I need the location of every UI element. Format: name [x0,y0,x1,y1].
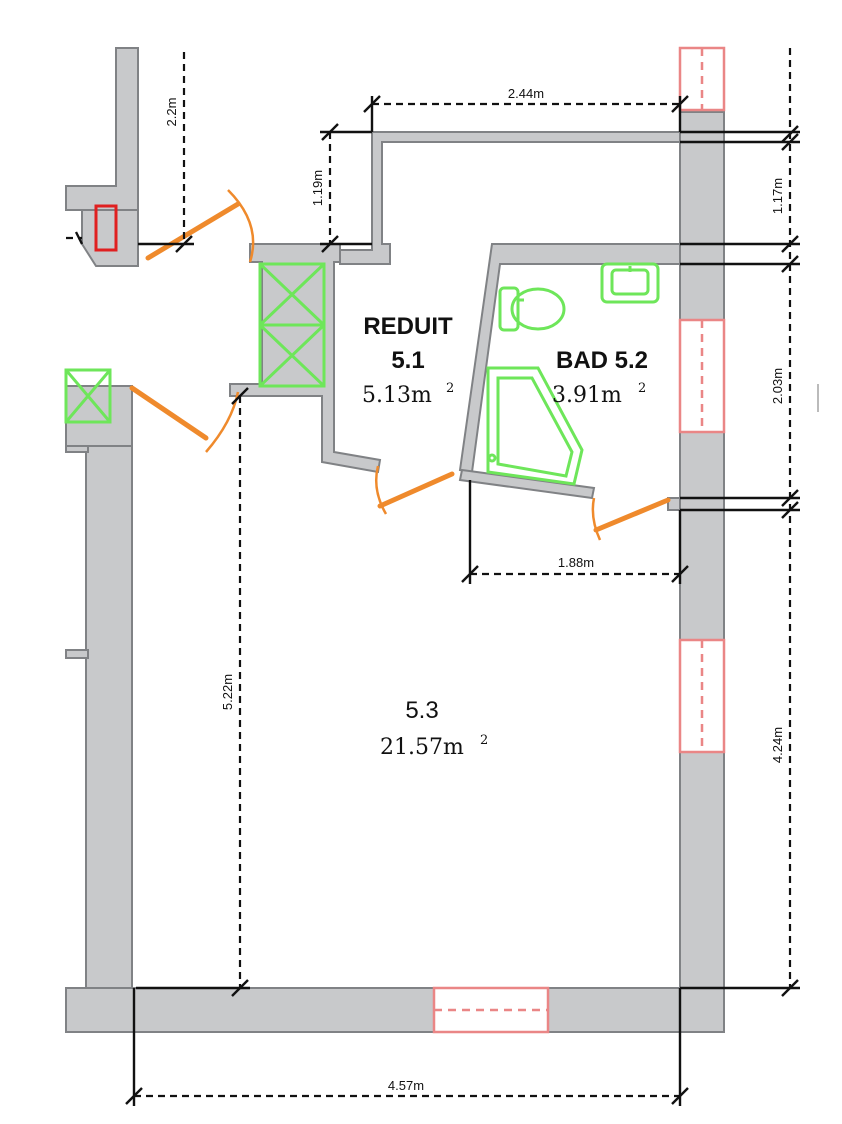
dim-right-top: 1.17m [770,178,785,214]
left-partition [65,445,89,453]
room-main-label: 5.3 21.57m 2 [380,697,488,760]
window-right-main [678,638,726,754]
reduit-left-wall [229,243,382,474]
room-reduit-label: REDUIT 5.1 5.13m 2 [362,313,454,408]
bottom-exterior-wall [65,987,725,1033]
room-bad-area: 3.91m [552,383,622,408]
dim-top-width: 2.44m [508,86,544,101]
room-reduit-area: 5.13m [362,383,432,408]
dim-reduit-height: 1.19m [310,170,325,206]
window-bottom [432,986,550,1034]
dim-bottom-width: 4.57m [388,1078,424,1093]
dim-main-height: 5.22m [220,674,235,710]
dim-bath-width: 1.88m [558,555,594,570]
room-reduit-number: 5.1 [391,347,424,374]
left-wall-stub [65,385,133,447]
dim-right-bottom: 4.24m [770,727,785,763]
left-partition-2 [65,649,89,659]
chimney-icon [94,204,118,252]
toilet-icon [498,286,566,332]
room-bad-label: BAD 5.2 3.91m 2 [552,347,648,408]
room-reduit-name: REDUIT [363,313,453,340]
windows [432,46,726,1034]
room-bad-area-sup: 2 [638,381,646,396]
room-main-area-sup: 2 [480,733,488,748]
door-corridor [145,189,255,263]
window-top-right [678,46,726,112]
door-reduit [375,465,455,515]
door-main-left [129,385,240,453]
walls [65,47,725,1033]
fixtures [64,262,660,486]
room-main-area: 21.57m [380,735,464,760]
bath-right-stub [667,497,681,511]
doors [129,189,671,541]
dim-left-top: 2.2m [164,98,179,127]
window-bath [678,318,726,434]
reduit-top-wall [339,131,681,265]
room-reduit-area-sup: 2 [446,381,454,396]
left-wall-main-room [85,385,133,989]
room-bad-name: BAD 5.2 [556,347,648,374]
sink-icon [600,262,660,304]
chimney-block [81,209,139,267]
door-bath [591,497,671,541]
room-main-number: 5.3 [405,697,438,724]
storage-box-icon [64,368,112,424]
dim-right-middle: 2.03m [770,368,785,404]
dimension-lines [66,48,800,1106]
bathtub-icon [486,366,584,486]
shelf-unit-icon [258,262,326,388]
right-exterior-wall [679,111,725,1033]
